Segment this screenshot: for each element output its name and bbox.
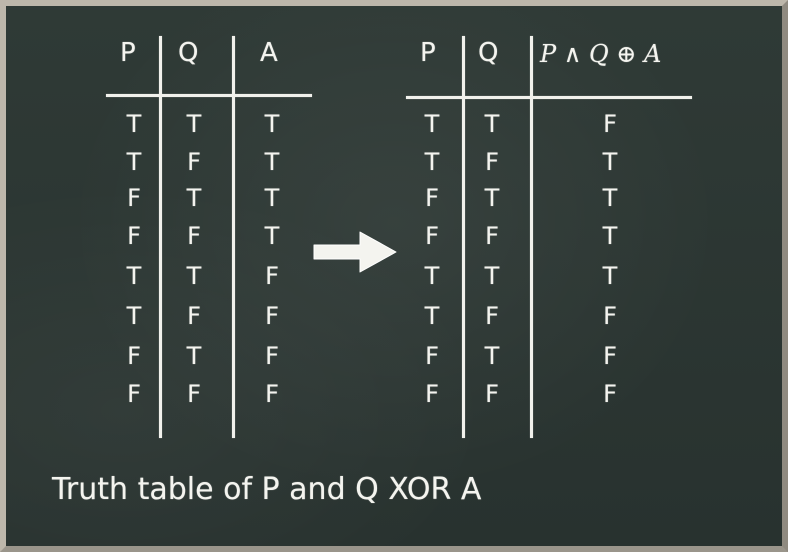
truth-value-cell: T (186, 184, 202, 212)
truth-value-cell: T (126, 262, 142, 290)
right-arrow-icon (313, 231, 397, 273)
truth-value-cell: F (485, 302, 499, 330)
truth-value-cell: F (485, 380, 499, 408)
truth-value-cell: T (264, 110, 280, 138)
truth-value-cell: T (424, 262, 440, 290)
right-header-formula: P ∧ Q ⊕ A (540, 40, 662, 68)
truth-value-cell: F (603, 342, 617, 370)
truth-value-cell: T (126, 110, 142, 138)
truth-value-cell: F (603, 302, 617, 330)
truth-value-cell: F (425, 184, 439, 212)
truth-value-cell: T (126, 302, 142, 330)
caption: Truth table of P and Q XOR A (52, 472, 482, 507)
truth-value-cell: T (264, 148, 280, 176)
right-header-rule (406, 96, 692, 99)
truth-value-cell: T (186, 110, 202, 138)
truth-value-cell: F (265, 380, 279, 408)
truth-value-cell: F (485, 222, 499, 250)
truth-value-cell: F (425, 222, 439, 250)
truth-value-cell: T (484, 342, 500, 370)
truth-value-cell: T (602, 148, 618, 176)
left-header-a: A (260, 38, 278, 68)
right-header-p: P (420, 38, 436, 68)
truth-value-cell: F (265, 262, 279, 290)
left-header-q: Q (178, 38, 199, 68)
truth-value-cell: T (602, 262, 618, 290)
left-header-rule (106, 94, 312, 97)
truth-value-cell: F (187, 148, 201, 176)
truth-value-cell: F (127, 184, 141, 212)
right-header-q: Q (478, 38, 499, 68)
truth-value-cell: T (264, 222, 280, 250)
truth-value-cell: T (424, 110, 440, 138)
truth-value-cell: F (485, 148, 499, 176)
truth-value-cell: F (187, 302, 201, 330)
truth-value-cell: T (264, 184, 280, 212)
truth-value-cell: T (424, 148, 440, 176)
left-header-p: P (120, 38, 136, 68)
right-divider-2 (530, 36, 533, 438)
truth-value-cell: F (425, 380, 439, 408)
truth-value-cell: F (603, 380, 617, 408)
truth-value-cell: F (265, 342, 279, 370)
right-divider-1 (462, 36, 465, 438)
truth-value-cell: T (424, 302, 440, 330)
truth-value-cell: T (186, 262, 202, 290)
truth-value-cell: F (127, 222, 141, 250)
truth-value-cell: F (265, 302, 279, 330)
truth-value-cell: T (126, 148, 142, 176)
truth-value-cell: F (425, 342, 439, 370)
truth-value-cell: F (603, 110, 617, 138)
truth-value-cell: F (187, 222, 201, 250)
truth-value-cell: F (127, 380, 141, 408)
truth-value-cell: F (127, 342, 141, 370)
left-divider-1 (159, 36, 162, 438)
truth-value-cell: T (484, 110, 500, 138)
truth-value-cell: T (484, 184, 500, 212)
truth-value-cell: T (602, 184, 618, 212)
truth-value-cell: T (484, 262, 500, 290)
truth-value-cell: F (187, 380, 201, 408)
left-divider-2 (232, 36, 235, 438)
truth-value-cell: T (602, 222, 618, 250)
truth-value-cell: T (186, 342, 202, 370)
